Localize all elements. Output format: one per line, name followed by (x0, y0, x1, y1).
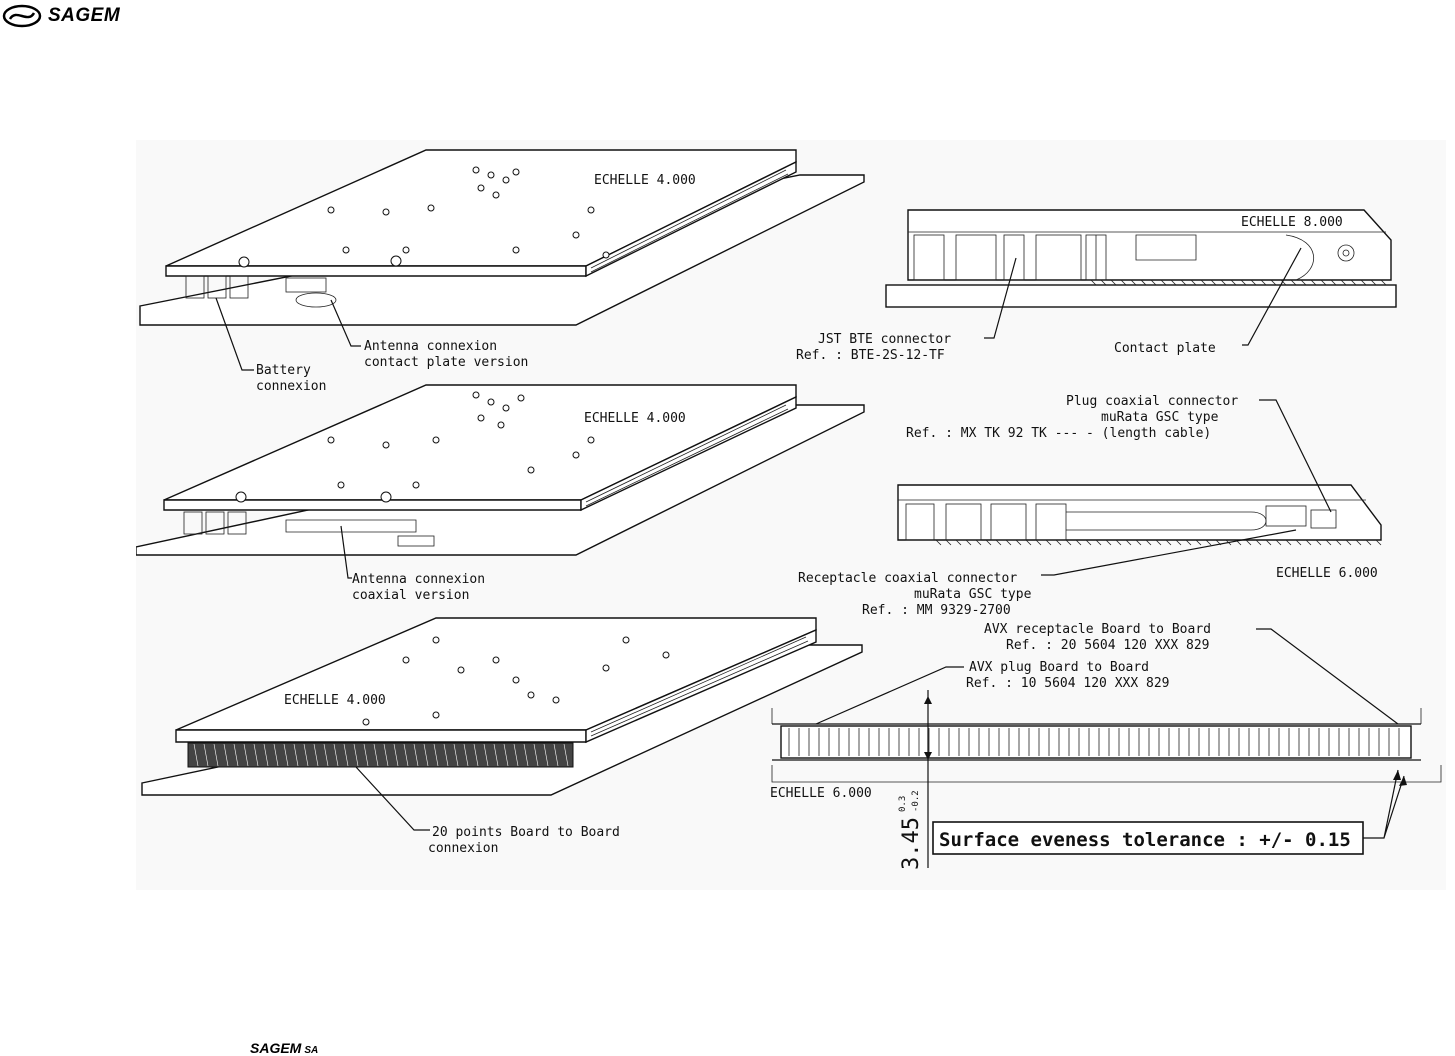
view-6-avx-plug-label: AVX plug Board to Board (969, 660, 1149, 675)
view-6-scale-label: ECHELLE 6.000 (770, 786, 872, 801)
view-6-avx-receptacle-label: AVX receptacle Board to Board (984, 622, 1211, 637)
view-6-avx-receptacle-ref-label: Ref. : 20 5604 120 XXX 829 (1006, 638, 1210, 653)
view-4-receptacle-type-label: muRata GSC type (914, 587, 1032, 602)
view-6-dimension-value: 3.45 (899, 817, 924, 870)
view-6-tolerance-label: Surface eveness tolerance : +/- 0.15 (939, 829, 1351, 851)
view-3-antenna-label: Antenna connexion (352, 572, 485, 587)
view-2-scale-label: ECHELLE 8.000 (1241, 215, 1343, 230)
view-3-antenna-label-2: coaxial version (352, 588, 469, 603)
view-5-scale-label: ECHELLE 4.000 (284, 693, 386, 708)
view-1-antenna-label-2: contact plate version (364, 355, 528, 370)
view-2-side-jst: ECHELLE 8.000 JST BTE connector Ref. : B… (796, 209, 1397, 363)
view-6-avx-plug-ref-label: Ref. : 10 5604 120 XXX 829 (966, 676, 1170, 691)
view-4-plug-type-label: muRata GSC type (1101, 410, 1219, 425)
view-2-jst-ref-label: Ref. : BTE-2S-12-TF (796, 348, 945, 363)
sagem-logo-icon (2, 4, 42, 28)
view-5-b2b-label: 20 points Board to Board (432, 825, 620, 840)
view-4-receptacle-ref-label: Ref. : MM 9329-2700 (862, 603, 1011, 618)
footer-brand-name: SAGEM (250, 1040, 302, 1056)
view-6-side-avx: AVX receptacle Board to Board Ref. : 20 … (770, 622, 1442, 870)
view-5-connector-strip (187, 742, 574, 768)
view-1-battery-label: Battery (256, 363, 311, 378)
view-4-side-coaxial: Plug coaxial connector muRata GSC type R… (798, 394, 1382, 618)
view-3-module-coaxial: ECHELLE 4.000 Antenna connexion coaxial … (135, 384, 865, 603)
view-4-scale-label: ECHELLE 6.000 (1276, 566, 1378, 581)
view-1-scale-label: ECHELLE 4.000 (594, 173, 696, 188)
drawing-canvas: ECHELLE 4.000 Battery connexion Antenna … (135, 149, 1442, 870)
view-6-dimension-lower-tol: -0.2 (911, 790, 921, 812)
view-4-plug-ref-label: Ref. : MX TK 92 TK --- - (length cable) (906, 426, 1211, 441)
view-6-tolerance-box (932, 821, 1364, 855)
footer-brand-suffix: SA (304, 1045, 319, 1056)
logo-text: SAGEM (48, 5, 121, 26)
view-4-receptacle-label: Receptacle coaxial connector (798, 571, 1017, 586)
view-1-battery-label-2: connexion (256, 379, 326, 394)
sagem-logo: SAGEM (2, 4, 120, 28)
view-5-b2b-label-2: connexion (428, 841, 498, 856)
technical-drawing: ECHELLE 4.000 Battery connexion Antenna … (135, 140, 1446, 890)
view-4-plug-label: Plug coaxial connector (1066, 394, 1238, 409)
view-2-jst-label: JST BTE connector (818, 332, 951, 347)
view-3-scale-label: ECHELLE 4.000 (584, 411, 686, 426)
view-1-module-contact-plate: ECHELLE 4.000 Battery connexion Antenna … (139, 149, 865, 394)
view-1-antenna-label: Antenna connexion (364, 339, 497, 354)
view-6-dimension-upper-tol: 0.3 (898, 796, 908, 812)
view-2-contact-label: Contact plate (1114, 341, 1216, 356)
view-5-module-b2b: ECHELLE 4.000 20 points Board to Board c… (141, 617, 863, 856)
